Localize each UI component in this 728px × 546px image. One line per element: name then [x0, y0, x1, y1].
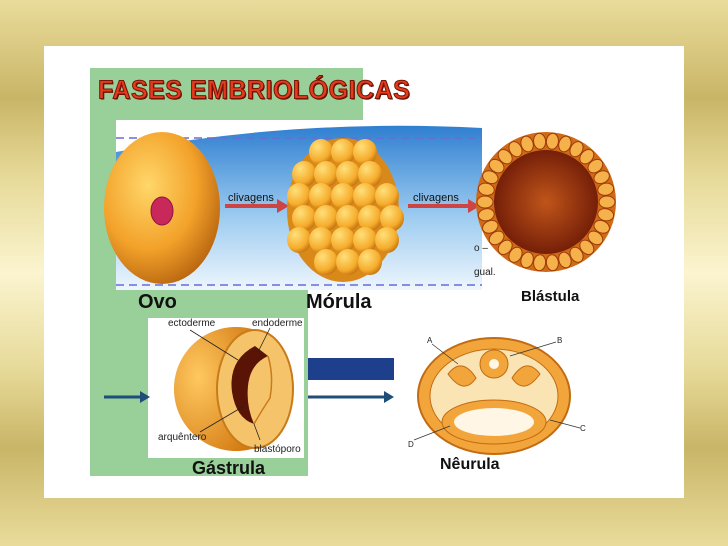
neurula-letter-d: D [408, 440, 414, 449]
neurula-illustration [413, 337, 581, 455]
clivagens-label-1: clivagens [228, 192, 274, 204]
blastula-cell [476, 195, 494, 209]
gastrula-illustration [173, 327, 294, 451]
blastula-cell [579, 239, 595, 255]
morula-cell [292, 205, 316, 231]
blastula-cell [569, 141, 584, 158]
label-blastoporo: blastóporo [254, 444, 301, 455]
blastula-cell [477, 182, 495, 196]
morula-cell [292, 161, 316, 187]
arrow-to-neurula [308, 391, 394, 403]
morula-cell [287, 183, 311, 209]
morula-cell [331, 227, 355, 253]
morula-cell [353, 183, 377, 209]
blastula-cell [587, 158, 604, 174]
arrow-clivagens-1 [225, 199, 289, 213]
morula-cell [336, 161, 360, 187]
blastula-cell [587, 230, 604, 246]
morula-cell [353, 227, 377, 253]
blastula-cells [476, 132, 616, 272]
label-blastula: Blástula [521, 288, 580, 305]
label-endoderme: endoderme [252, 318, 303, 329]
text-fragment-1: o – [474, 243, 488, 254]
morula-illustration [287, 138, 404, 282]
blastula-cell [488, 158, 505, 174]
arrow-clivagens-2 [408, 199, 480, 213]
morula-cell [314, 161, 338, 187]
morula-cell [309, 183, 333, 209]
morula-cell [375, 183, 399, 209]
morula-cell [353, 139, 377, 165]
neurula-letter-a: A [427, 336, 433, 345]
blastula-cell [497, 239, 513, 255]
morula-cell [375, 227, 399, 253]
blastula-cell [545, 254, 559, 272]
label-neurula: Nêurula [440, 456, 500, 473]
label-gastrula: Gástrula [192, 458, 266, 478]
blue-bar [308, 358, 394, 380]
blastula-cell [593, 219, 610, 234]
morula-cell [309, 139, 333, 165]
blastula-cell [569, 246, 584, 263]
neurula-letter-c: C [580, 424, 586, 433]
blastula-cell [593, 170, 610, 185]
blastula-cell [558, 135, 572, 153]
ovo-illustration [104, 132, 220, 284]
morula-cell [358, 249, 382, 275]
blastula-cell [477, 208, 495, 222]
arrow-to-gastrula [104, 391, 150, 403]
morula-cell [287, 227, 311, 253]
title-green-panel [90, 68, 363, 120]
morula-cell [358, 205, 382, 231]
text-fragment-2: gual. [474, 267, 496, 278]
blastula-cell [497, 149, 513, 165]
blastula-cell [545, 132, 559, 150]
blastula-cell [598, 195, 616, 209]
clivagens-label-2: clivagens [413, 192, 459, 204]
label-ovo: Ovo [138, 291, 177, 313]
blastula-cell [558, 251, 572, 269]
morula-cell [331, 139, 355, 165]
ovo-nucleus [150, 196, 174, 226]
blastula-cell [488, 230, 505, 246]
morula-cell [309, 227, 333, 253]
neurula-letter-b: B [557, 336, 563, 345]
label-arquentero: arquêntero [158, 432, 207, 443]
blastula-cell [520, 251, 534, 269]
blastula-cell [482, 170, 499, 185]
label-ectoderme: ectoderme [168, 318, 216, 329]
morula-cells [287, 139, 404, 275]
morula-cell [314, 249, 338, 275]
morula-cell [331, 183, 355, 209]
blastula-cell [533, 132, 547, 150]
page-title: FASES EMBRIOLÓGICAS [97, 75, 411, 105]
blastula-cell [482, 219, 499, 234]
morula-cell [336, 249, 360, 275]
blastula-cell [520, 135, 534, 153]
morula-cell [358, 161, 382, 187]
morula-cell [380, 205, 404, 231]
blastula-cell [597, 182, 615, 196]
morula-cell [314, 205, 338, 231]
blastula-illustration [476, 132, 616, 272]
morula-cell [336, 205, 360, 231]
blastula-cell [508, 141, 523, 158]
blastula-cell [597, 208, 615, 222]
blastula-cell [533, 254, 547, 272]
blastula-cell [579, 149, 595, 165]
blastula-cell [508, 246, 523, 263]
label-morula: Mórula [306, 291, 372, 313]
